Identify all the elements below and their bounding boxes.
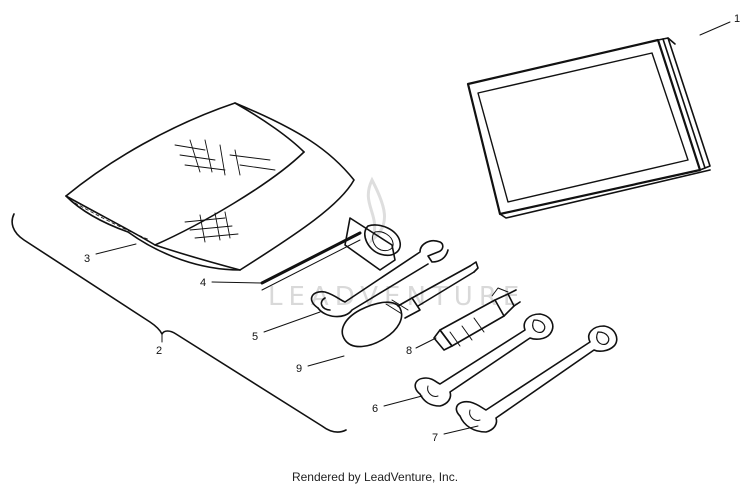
leader-4 xyxy=(211,281,263,284)
screwdriver xyxy=(341,261,479,348)
callout-7: 7 xyxy=(432,432,438,444)
callout-1: 1 xyxy=(734,13,740,25)
kit-bracket xyxy=(11,213,347,433)
leader-6 xyxy=(383,395,423,407)
leader-3 xyxy=(95,243,137,255)
callout-4: 4 xyxy=(200,277,206,289)
leader-8 xyxy=(415,337,437,349)
callout-6: 6 xyxy=(372,403,378,415)
owner-manual xyxy=(466,37,711,219)
callout-2: 2 xyxy=(156,345,162,357)
tool-pouch xyxy=(65,102,355,271)
callout-9: 9 xyxy=(296,363,302,375)
leader-7 xyxy=(443,425,479,435)
leader-lines xyxy=(95,21,731,435)
callout-labels: 1 2 3 4 5 6 7 8 9 xyxy=(84,13,740,444)
open-end-wrench-small xyxy=(310,239,449,318)
callout-8: 8 xyxy=(406,345,412,357)
watermark: LEADVENTURE xyxy=(268,176,525,312)
leader-1 xyxy=(699,21,731,36)
watermark-text: LEADVENTURE xyxy=(268,282,525,312)
combination-wrench-medium xyxy=(414,313,554,407)
leader-9 xyxy=(307,355,345,367)
leader-5 xyxy=(263,311,321,333)
callout-3: 3 xyxy=(84,253,90,265)
spark-plug-wrench xyxy=(260,217,402,291)
combination-wrench-large xyxy=(455,325,618,433)
footer-credit: Rendered by LeadVenture, Inc. xyxy=(291,470,459,484)
spark-plug xyxy=(433,287,521,351)
callout-5: 5 xyxy=(252,331,258,343)
watermark-flame-icon xyxy=(366,176,387,245)
